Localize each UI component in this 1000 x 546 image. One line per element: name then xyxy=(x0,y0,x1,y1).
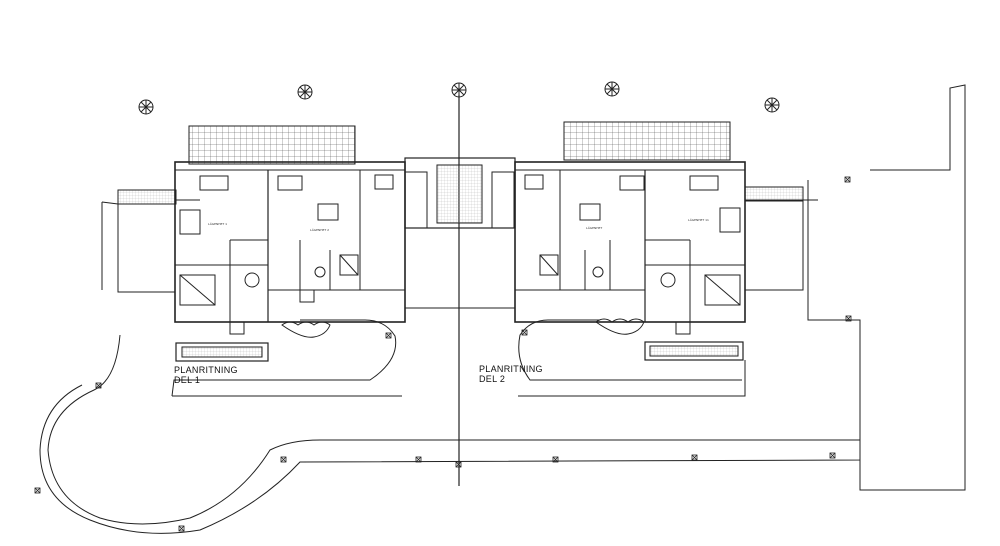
plan-title-part-2-line1: PLANRITNING xyxy=(479,364,543,374)
terrace-grid-right xyxy=(563,121,731,161)
plan-title-part-1: PLANRITNING DEL 1 xyxy=(174,365,238,385)
plan-title-part-1-line2: DEL 1 xyxy=(174,375,201,385)
building-left xyxy=(174,161,406,323)
unit-label-2: LÄGENHET 2 xyxy=(310,228,330,232)
unit-label-3: LÄGENHET xyxy=(586,226,603,230)
unit-label-1: LÄGENHET 1 xyxy=(208,222,228,226)
building-right xyxy=(514,161,746,323)
plan-title-part-2-line2: DEL 2 xyxy=(479,374,506,384)
terrace-grid-left xyxy=(188,125,356,165)
plan-title-part-2: PLANRITNING DEL 2 xyxy=(479,364,543,384)
tree-symbols xyxy=(138,81,780,115)
lamp-markers xyxy=(34,176,852,532)
plan-title-part-1-line1: PLANRITNING xyxy=(174,365,238,375)
unit-label-11: LÄGENHET 11 xyxy=(688,218,709,222)
